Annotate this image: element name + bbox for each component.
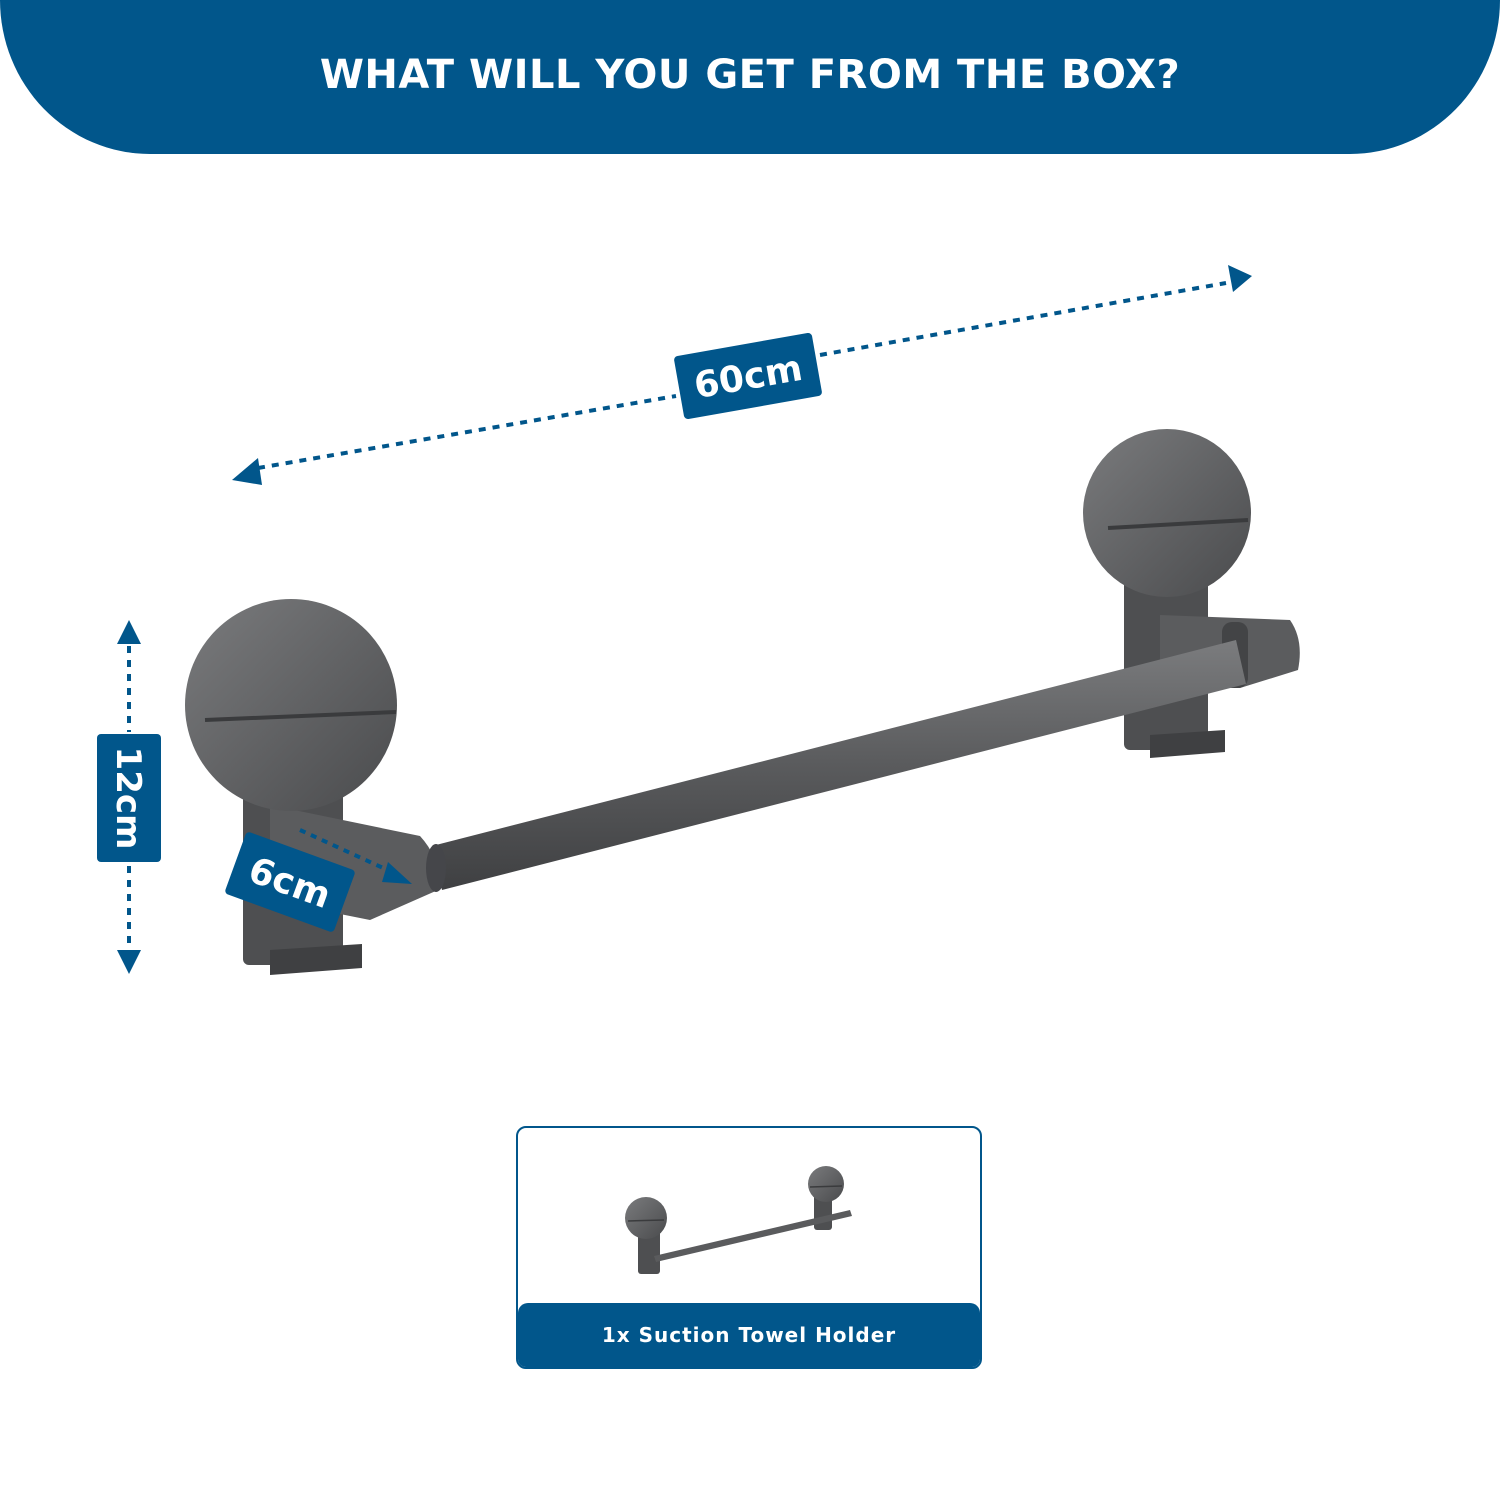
- box-contents-footer: 1x Suction Towel Holder: [518, 1303, 980, 1367]
- box-contents-card: 1x Suction Towel Holder: [516, 1126, 982, 1369]
- height-tag: 12cm: [97, 734, 161, 862]
- length-tag: 60cm: [674, 332, 822, 420]
- arrow-down-icon: [117, 950, 141, 974]
- height-dimension-line: [117, 620, 141, 974]
- arrow-up-icon: [117, 620, 141, 644]
- depth-dimension-line: [299, 828, 412, 884]
- towel-holder-thumbnail: [625, 1166, 852, 1274]
- arrow-right-icon: [1228, 265, 1252, 292]
- header-banner: WHAT WILL YOU GET FROM THE BOX?: [0, 0, 1500, 154]
- page-title: WHAT WILL YOU GET FROM THE BOX?: [319, 52, 1181, 98]
- length-dimension-line: [232, 265, 1252, 485]
- towel-holder-image: [185, 429, 1300, 975]
- height-label: 12cm: [108, 747, 148, 850]
- item-label: 1x Suction Towel Holder: [601, 1323, 897, 1347]
- arrow-left-icon: [232, 458, 262, 485]
- arrow-right-icon: [382, 862, 412, 884]
